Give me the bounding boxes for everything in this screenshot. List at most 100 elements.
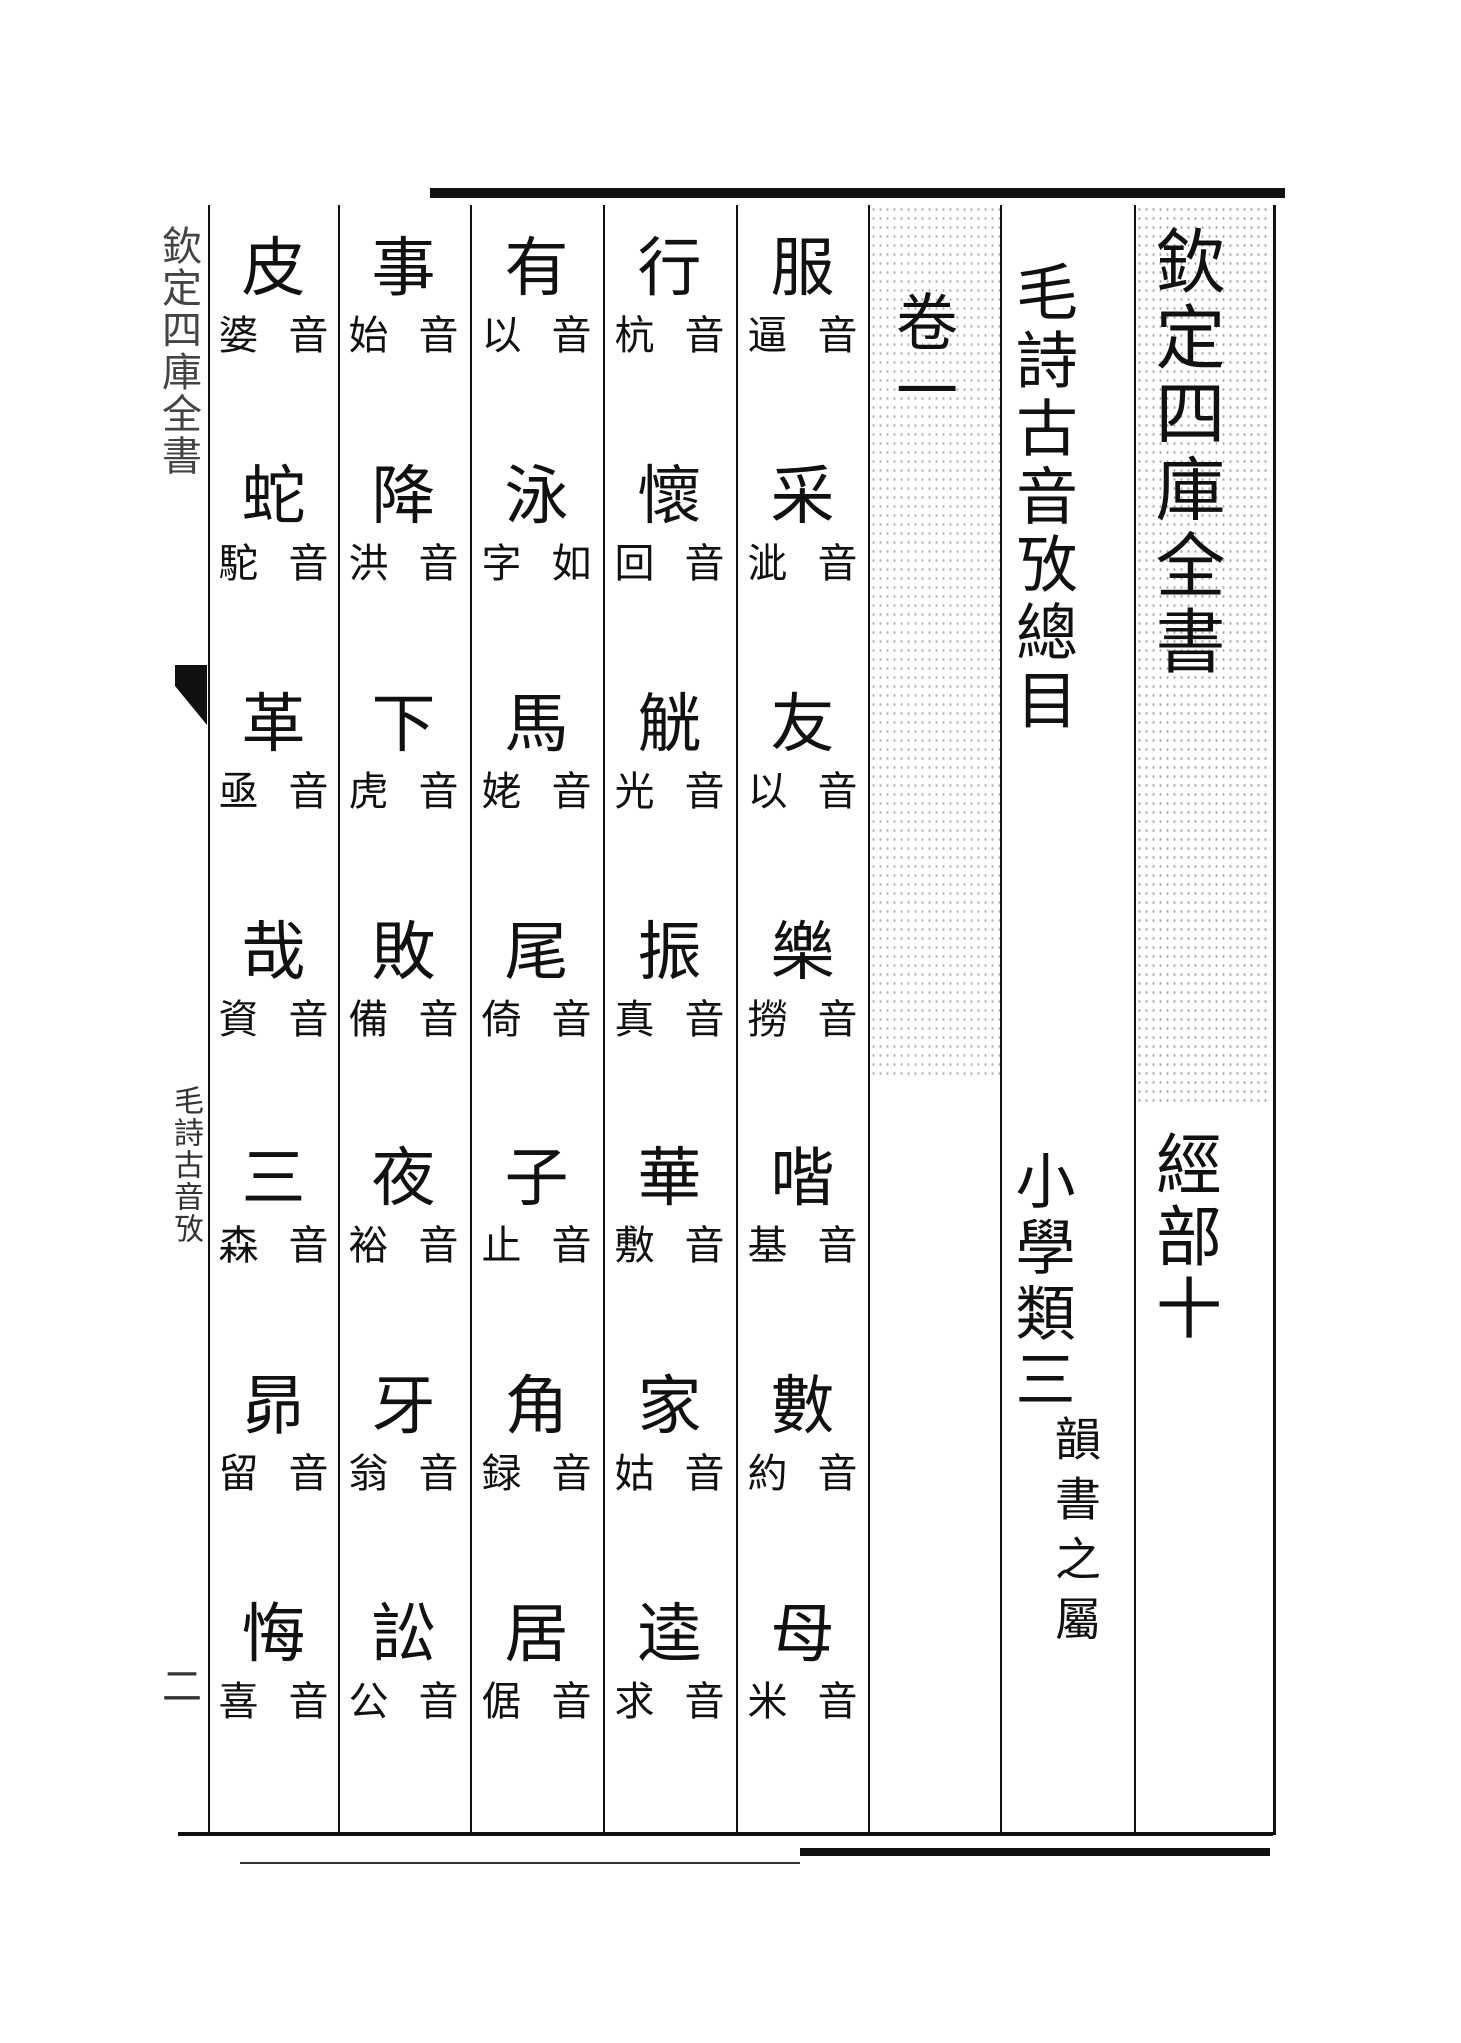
entry: 昴音留: [219, 1350, 329, 1578]
bottom-border-rule-thick: [800, 1848, 1270, 1856]
entry: 喈音基: [748, 1122, 858, 1350]
head-character: 馬: [504, 688, 569, 762]
entry: 觥音光: [615, 666, 725, 894]
gloss-marker: 音: [551, 1679, 592, 1725]
gloss-marker: 如: [551, 541, 592, 587]
gloss-reading: 以: [481, 313, 522, 359]
gloss-reading: 亟: [218, 769, 259, 815]
entry: 蛇音駝: [219, 438, 329, 666]
gloss-reading: 資: [218, 997, 259, 1043]
gloss-marker: 音: [551, 1451, 592, 1497]
gloss-marker: 音: [684, 997, 725, 1043]
entry: 敗音備: [349, 894, 459, 1122]
gloss-marker: 音: [418, 1451, 459, 1497]
column-rule: [603, 205, 736, 1835]
column-rule: [868, 205, 1000, 1835]
gloss-reading: 駝: [218, 541, 259, 587]
head-character: 尾: [504, 916, 569, 990]
head-character: 華: [637, 1142, 702, 1216]
gloss-reading: 備: [348, 997, 389, 1043]
head-character: 下: [371, 688, 436, 762]
gloss-marker: 音: [288, 997, 329, 1043]
entry: 有音以: [482, 210, 592, 438]
column-rule: [1134, 205, 1267, 1835]
gloss-reading: 撈: [747, 997, 788, 1043]
gloss-reading: 基: [747, 1223, 788, 1269]
gloss-reading: 止: [481, 1223, 522, 1269]
volume-label: 卷一: [885, 290, 958, 426]
entry: 哉音資: [219, 894, 329, 1122]
entry: 居音倨: [482, 1578, 592, 1806]
series-title: 欽定四庫全書: [1144, 225, 1226, 681]
entry: 馬音姥: [482, 666, 592, 894]
entry-column-1: 服音逼 采音泚 友音以 樂音撈 喈音基 數音約 母音米: [740, 210, 865, 1830]
entry: 尾音倚: [482, 894, 592, 1122]
head-character: 昴: [241, 1370, 306, 1444]
gloss-marker: 音: [684, 541, 725, 587]
entry-column-3: 有音以 泳如字 馬音姥 尾音倚 子音止 角音録 居音倨: [474, 210, 599, 1830]
gloss-marker: 音: [817, 541, 858, 587]
entry: 行音杭: [615, 210, 725, 438]
entry: 訟音公: [349, 1578, 459, 1806]
gloss-reading: 杭: [614, 313, 655, 359]
gloss-reading: 字: [481, 541, 522, 587]
head-character: 蛇: [241, 460, 306, 534]
entry: 采音泚: [748, 438, 858, 666]
column-rule: [736, 205, 868, 1835]
gloss-reading: 求: [614, 1679, 655, 1725]
gloss-reading: 虎: [348, 769, 389, 815]
entry: 泳如字: [482, 438, 592, 666]
gloss-reading: 洪: [348, 541, 389, 587]
head-character: 夜: [371, 1142, 436, 1216]
head-character: 懷: [637, 460, 702, 534]
gloss-marker: 音: [817, 313, 858, 359]
head-character: 居: [504, 1598, 569, 1672]
gloss-marker: 音: [684, 1451, 725, 1497]
head-character: 家: [637, 1370, 702, 1444]
gloss-marker: 音: [418, 1679, 459, 1725]
gloss-marker: 音: [551, 1223, 592, 1269]
entry-column-5: 皮音婆 蛇音駝 革音亟 哉音資 三音森 昴音留 悔音喜: [211, 210, 336, 1830]
entry: 服音逼: [748, 210, 858, 438]
book-title: 毛詩古音攷總目: [1005, 260, 1078, 736]
gloss-reading: 以: [747, 769, 788, 815]
entry: 華音敷: [615, 1122, 725, 1350]
entry: 友音以: [748, 666, 858, 894]
seal-stamp-area: [1134, 205, 1267, 1105]
gloss-reading: 姥: [481, 769, 522, 815]
head-character: 三: [241, 1142, 306, 1216]
gloss-reading: 敷: [614, 1223, 655, 1269]
entry: 振音真: [615, 894, 725, 1122]
entry: 樂音撈: [748, 894, 858, 1122]
gloss-marker: 音: [817, 1679, 858, 1725]
entry: 懷音回: [615, 438, 725, 666]
head-character: 觥: [637, 688, 702, 762]
head-character: 皮: [241, 232, 306, 306]
entry: 皮音婆: [219, 210, 329, 438]
entry: 下音虎: [349, 666, 459, 894]
head-character: 采: [770, 460, 835, 534]
gloss-reading: 約: [747, 1451, 788, 1497]
gloss-reading: 公: [348, 1679, 389, 1725]
entry-column-2: 行音杭 懷音回 觥音光 振音真 華音敷 家音姑 逵音求: [607, 210, 732, 1830]
entry: 家音姑: [615, 1350, 725, 1578]
column-rule: [338, 205, 470, 1835]
gloss-marker: 音: [288, 541, 329, 587]
bottom-border-rule: [178, 1832, 1273, 1836]
head-character: 服: [770, 232, 835, 306]
page-frame: [178, 205, 1276, 1835]
gloss-marker: 音: [551, 997, 592, 1043]
gloss-marker: 音: [418, 1223, 459, 1269]
head-character: 悔: [241, 1598, 306, 1672]
head-character: 逵: [637, 1598, 702, 1672]
gloss-reading: 翁: [348, 1451, 389, 1497]
division-label: 經部十: [1145, 1130, 1222, 1346]
category-label: 小學類三: [1005, 1150, 1075, 1414]
gloss-reading: 倨: [481, 1679, 522, 1725]
head-character: 角: [504, 1370, 569, 1444]
entry: 數音約: [748, 1350, 858, 1578]
head-character: 泳: [504, 460, 569, 534]
gloss-marker: 音: [817, 769, 858, 815]
gloss-reading: 倚: [481, 997, 522, 1043]
gloss-marker: 音: [551, 769, 592, 815]
